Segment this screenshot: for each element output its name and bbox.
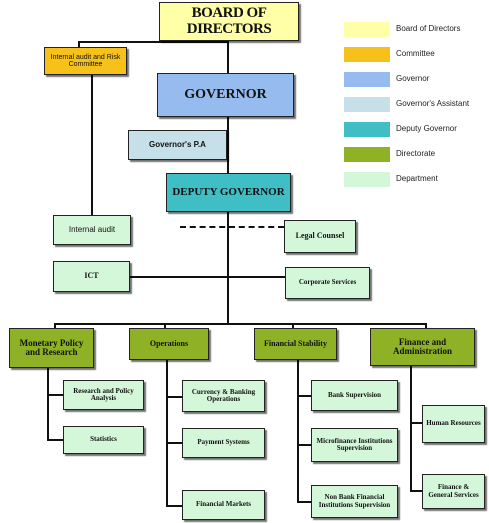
connector-line xyxy=(166,396,182,398)
directorate-financial-stability: Financial Stability xyxy=(254,328,337,360)
board-of-directors-box: BOARD OF DIRECTORS xyxy=(159,2,299,41)
connector-line xyxy=(166,442,182,444)
legend-label: Department xyxy=(396,174,438,183)
legend-label: Board of Directors xyxy=(396,24,461,33)
dashed-connector xyxy=(180,226,284,228)
connector-line xyxy=(297,444,311,446)
corporate-services-box: Corporate Services xyxy=(285,267,370,299)
connector-line xyxy=(47,439,63,441)
connector-line xyxy=(425,323,427,328)
board-of-directors-label: BOARD OF DIRECTORS xyxy=(186,4,272,37)
directorate-financial-stability-label: Financial Stability xyxy=(264,338,327,348)
connector-line xyxy=(227,41,229,73)
legend-item: Governor's Assistant xyxy=(344,97,484,113)
dept-microfinance-label: Microfinance Institutions Supervision xyxy=(316,436,393,452)
dept-statistics: Statistics xyxy=(63,426,144,454)
connector-line xyxy=(227,212,229,324)
legal-counsel-box: Legal Counsel xyxy=(284,220,356,253)
dept-microfinance: Microfinance Institutions Supervision xyxy=(311,428,398,462)
dept-human-resources-label: Human Resources xyxy=(426,419,481,428)
deputy-governor-box: DEPUTY GOVERNOR xyxy=(166,173,291,212)
risk-committee-label: Internal audit and Risk Committee xyxy=(50,53,121,68)
directorate-monetary-policy-label: Monetary Policy and Research xyxy=(19,337,84,357)
legend-swatch xyxy=(344,147,390,162)
legend-item: Governor xyxy=(344,72,484,88)
dept-payment-systems: Payment Systems xyxy=(182,428,265,458)
corporate-services-label: Corporate Services xyxy=(298,278,357,287)
dept-financial-markets-label: Financial Markets xyxy=(195,500,252,509)
legend-label: Governor's Assistant xyxy=(396,99,470,108)
risk-committee-box: Internal audit and Risk Committee xyxy=(44,47,127,75)
dept-currency-banking-label: Currency & Banking Operations xyxy=(191,387,256,403)
directorate-operations-label: Operations xyxy=(149,338,189,348)
legend-label: Governor xyxy=(396,74,430,83)
legend-swatch xyxy=(344,22,390,37)
directorate-finance-admin-label: Finance and Administration xyxy=(392,336,452,356)
dept-finance-general: Finance & General Services xyxy=(422,474,485,509)
legend-swatch xyxy=(344,122,390,137)
legend-item: Department xyxy=(344,172,484,188)
connector-line xyxy=(410,490,422,492)
connector-line xyxy=(227,117,229,173)
connector-line xyxy=(78,41,228,43)
legend-label: Directorate xyxy=(396,149,436,158)
connector-line xyxy=(297,501,311,503)
directorate-monetary-policy: Monetary Policy and Research xyxy=(9,328,94,368)
legal-counsel-label: Legal Counsel xyxy=(295,231,345,241)
ict-box: ICT xyxy=(53,261,130,292)
connector-line xyxy=(91,75,93,215)
connector-line xyxy=(54,323,427,325)
dept-financial-markets: Financial Markets xyxy=(182,490,265,520)
dept-human-resources: Human Resources xyxy=(422,405,485,443)
dept-finance-general-label: Finance & General Services xyxy=(428,483,479,499)
legend-swatch xyxy=(344,172,390,187)
dept-bank-supervision: Bank Supervision xyxy=(311,380,398,411)
connector-line xyxy=(166,505,182,507)
connector-line xyxy=(297,395,311,397)
legend-item: Board of Directors xyxy=(344,22,484,38)
connector-line xyxy=(410,422,422,424)
legend-item: Directorate xyxy=(344,147,484,163)
governors-pa-label: Governor's P.A xyxy=(149,139,206,149)
directorate-finance-admin: Finance and Administration xyxy=(370,328,475,366)
legend-item: Deputy Governor xyxy=(344,122,484,138)
governor-box: GOVERNOR xyxy=(157,73,294,117)
directorate-operations: Operations xyxy=(129,328,209,360)
connector-line xyxy=(410,366,412,492)
internal-audit-box: Internal audit xyxy=(53,215,131,245)
dept-statistics-label: Statistics xyxy=(90,435,117,444)
connector-line xyxy=(47,368,49,440)
legend-label: Deputy Governor xyxy=(396,124,457,133)
dept-payment-systems-label: Payment Systems xyxy=(197,438,250,447)
internal-audit-label: Internal audit xyxy=(68,224,116,234)
dept-research-policy: Research and Policy Analysis xyxy=(63,380,144,410)
legend-item: Committee xyxy=(344,47,484,63)
dept-currency-banking: Currency & Banking Operations xyxy=(182,380,265,412)
connector-line xyxy=(292,323,294,328)
legend-swatch xyxy=(344,47,390,62)
legend-label: Committee xyxy=(396,49,435,58)
governors-pa-box: Governor's P.A xyxy=(128,130,227,160)
governor-label: GOVERNOR xyxy=(184,86,267,102)
connector-line xyxy=(47,394,63,396)
connector-line xyxy=(297,360,299,503)
connector-line xyxy=(54,323,56,328)
dept-bank-supervision-label: Bank Supervision xyxy=(327,390,382,399)
deputy-governor-label: DEPUTY GOVERNOR xyxy=(172,185,285,198)
dept-research-policy-label: Research and Policy Analysis xyxy=(73,386,134,402)
dept-non-bank-label: Non Bank Financial Institutions Supervis… xyxy=(318,493,391,509)
legend-swatch xyxy=(344,72,390,87)
ict-label: ICT xyxy=(84,271,99,281)
connector-line xyxy=(78,41,80,47)
legend-swatch xyxy=(344,97,390,112)
connector-line xyxy=(130,276,285,278)
connector-line xyxy=(166,360,168,507)
dept-non-bank: Non Bank Financial Institutions Supervis… xyxy=(311,485,398,518)
connector-line xyxy=(164,323,166,328)
